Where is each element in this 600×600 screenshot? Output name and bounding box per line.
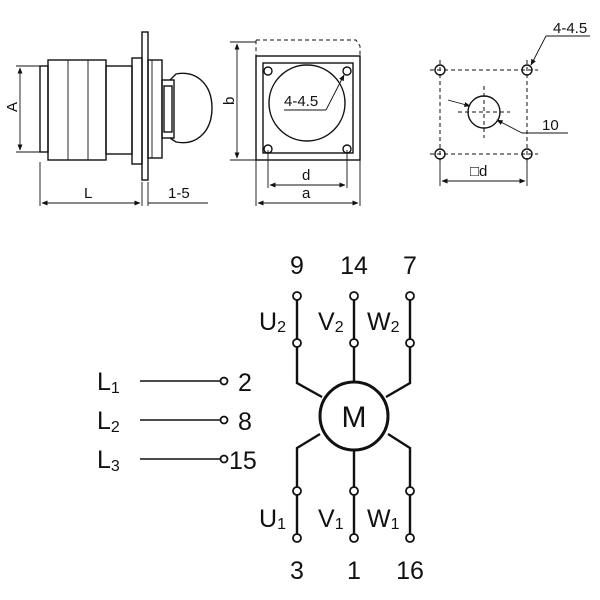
terminal-V1-bottom [349,533,359,543]
winding-label-V2: V2 [318,308,344,336]
terminal-number: 1 [347,557,361,585]
terminal-W1-top [405,486,415,496]
front-plate [255,55,361,161]
terminal-U2-top [292,291,302,301]
winding-label-U2: U2 [259,308,286,336]
winding-label-V1: V1 [318,505,344,533]
side-knob-base [161,79,175,139]
cutout-hole [521,64,533,76]
terminal-L1 [219,376,229,386]
cutout-center [467,95,501,129]
terminal-number: 9 [290,252,304,280]
motor-label: M [342,401,367,434]
front-holes-label: 4-4.5 [284,93,318,110]
front-view: 4-4.5 b d a [221,39,361,206]
cutout-view: 4-4.5 10 □d [430,20,590,186]
front-hole [342,66,352,76]
front-opening [268,64,346,142]
side-panel [141,31,149,181]
side-body [47,59,107,161]
winding-label-W2: W2 [367,308,400,336]
side-view: A L 1-5 [4,31,213,206]
terminal-number: 7 [403,252,417,280]
cutout-holes-label: 4-4.5 [553,20,587,37]
side-neck [105,65,133,155]
terminal-number: 3 [290,557,304,585]
dim-b-label: b [221,97,238,105]
terminal-U1-bottom [292,533,302,543]
side-end-cap [39,65,49,153]
front-hole [263,66,273,76]
terminal-number: 2 [238,369,252,397]
schematic: 9 14 7 U2 V2 W2 M [97,252,424,585]
cutout-center-label: 10 [542,117,559,134]
winding-label-U1: U1 [259,505,286,533]
terminal-number: 16 [396,557,424,585]
terminal-W2-bottom [405,338,415,348]
dim-gap-label: 1-5 [168,185,190,202]
terminal-L2 [219,415,229,425]
cutout-hole [434,148,446,160]
terminal-V2-top [349,291,359,301]
line-label-L1: L1 [97,368,120,397]
dim-A-label: A [4,102,21,112]
front-inner [262,62,354,154]
dim-a-label: a [302,185,311,202]
terminal-number: 14 [340,252,368,280]
line-label-L2: L2 [97,407,120,436]
side-knob [169,72,213,144]
winding-label-W1: W1 [367,505,400,533]
terminal-W1-bottom [405,533,415,543]
terminal-V1-top [349,486,359,496]
dim-d-label: d [302,167,310,184]
dim-L-label: L [84,185,92,202]
terminal-W2-top [405,291,415,301]
cutout-hole [434,64,446,76]
line-label-L3: L3 [97,446,120,475]
terminal-L3 [219,454,229,464]
side-bezel [147,59,163,159]
terminal-number: 8 [238,408,252,436]
side-flange [131,57,143,165]
terminal-U2-bottom [292,338,302,348]
terminal-V2-bottom [349,338,359,348]
cutout-square-label: □d [470,163,487,180]
cutout-hole [521,148,533,160]
terminal-U1-top [292,486,302,496]
terminal-number: 15 [229,447,257,475]
